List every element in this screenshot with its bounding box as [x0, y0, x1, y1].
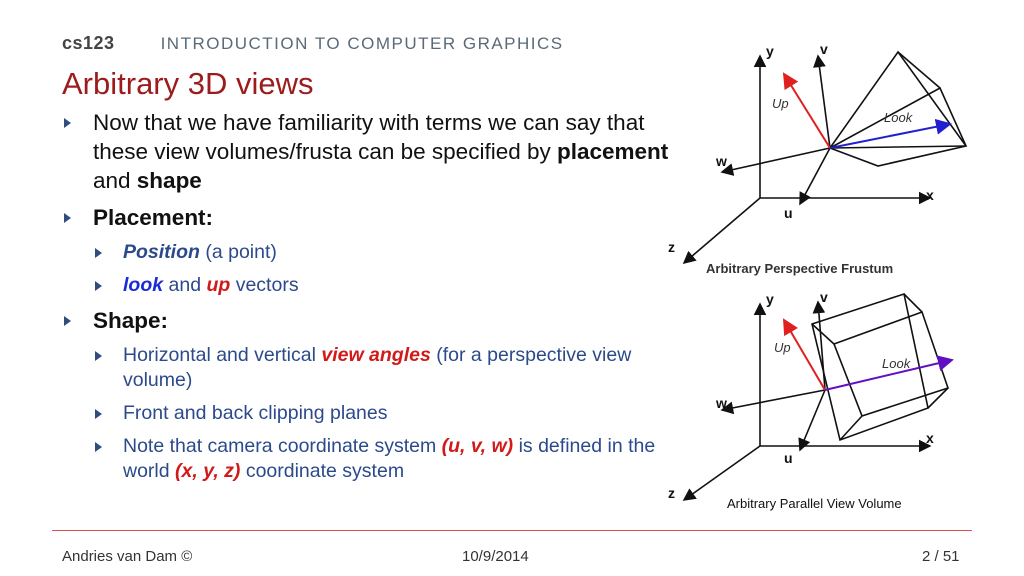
uvw-term: (u, v, w) — [441, 435, 514, 457]
bullet-intro: Now that we have familiarity with terms … — [62, 108, 672, 195]
axis-v-label-persp: v — [820, 41, 828, 57]
intro-and: and — [93, 168, 137, 193]
xyz-term: (x, y, z) — [175, 460, 241, 482]
up-term: up — [206, 274, 231, 296]
axis-y-label-parallel: y — [766, 291, 774, 307]
page-number: 2 / 51 — [922, 548, 960, 565]
shape-heading: Shape: — [93, 308, 169, 333]
axis-x-label-parallel: x — [926, 430, 934, 446]
sub-bullet-arrow-icon — [95, 351, 102, 361]
axis-w-label-parallel: w — [715, 395, 727, 411]
look-up-and: and — [163, 274, 207, 296]
footer-date: 10/9/2014 — [462, 548, 529, 565]
perspective-caption: Arbitrary Perspective Frustum — [706, 261, 893, 276]
placement-term: placement — [557, 139, 669, 164]
sub-bullet-note: Note that camera coordinate system (u, v… — [62, 434, 672, 484]
axis-z-label-persp: z — [668, 239, 675, 255]
bullet-shape: Shape: — [62, 306, 672, 335]
sub-bullet-arrow-icon — [95, 248, 102, 258]
look-label-persp: Look — [884, 110, 914, 125]
position-rest: (a point) — [199, 241, 277, 263]
look-vector-arrow-persp — [829, 118, 952, 149]
perspective-frustum-diagram — [682, 50, 968, 265]
up-vector-arrow-parallel — [782, 318, 826, 391]
sub-bullet-arrow-icon — [95, 281, 102, 291]
bullet-placement: Placement: — [62, 203, 672, 232]
slide-header: cs123 INTRODUCTION TO COMPUTER GRAPHICS — [62, 33, 564, 54]
axis-v-label-parallel: v — [820, 289, 828, 305]
look-vector-arrow-parallel — [824, 355, 954, 391]
look-label-parallel: Look — [882, 356, 912, 371]
sub-bullet-arrow-icon — [95, 442, 102, 452]
axis-w-label-persp: w — [715, 153, 727, 169]
sub-bullet-arrow-icon — [95, 409, 102, 419]
camera-figures: y v w x u z Up Look Arbitrary Perspectiv… — [668, 41, 968, 501]
sub-bullet-clipping: Front and back clipping planes — [62, 401, 672, 426]
up-label-parallel: Up — [774, 340, 791, 355]
course-code: cs123 — [62, 33, 115, 53]
sub-bullet-angles: Horizontal and vertical view angles (for… — [62, 343, 672, 393]
bullet-arrow-icon — [64, 118, 71, 128]
note-rest: coordinate system — [240, 460, 405, 482]
course-title: INTRODUCTION TO COMPUTER GRAPHICS — [160, 34, 564, 53]
axis-u-label-parallel: u — [784, 450, 793, 466]
sub-bullet-position: Position (a point) — [62, 240, 672, 265]
shape-term: shape — [136, 168, 202, 193]
bullet-list: Now that we have familiarity with terms … — [62, 108, 672, 492]
up-label-persp: Up — [772, 96, 789, 111]
view-angles-term: view angles — [321, 344, 431, 366]
footer-author: Andries van Dam © — [62, 548, 193, 565]
angles-rest: (for a perspective view volume) — [123, 344, 632, 391]
position-term: Position — [123, 241, 200, 263]
footer-divider — [52, 530, 972, 531]
note-mid: is defined in the world — [123, 435, 656, 482]
intro-text: Now that we have familiarity with terms … — [93, 110, 645, 164]
parallel-volume-diagram — [682, 292, 950, 501]
axis-y-label-persp: y — [766, 43, 774, 59]
clipping-text: Front and back clipping planes — [123, 402, 388, 424]
bullet-arrow-icon — [64, 316, 71, 326]
parallel-caption: Arbitrary Parallel View Volume — [727, 496, 902, 511]
slide-title: Arbitrary 3D views — [62, 66, 314, 101]
angles-pre: Horizontal and vertical — [123, 344, 322, 366]
axis-x-label-persp: x — [926, 187, 934, 203]
bullet-arrow-icon — [64, 213, 71, 223]
sub-bullet-look-up: look and up vectors — [62, 273, 672, 298]
look-term: look — [123, 274, 164, 296]
axis-z-label-parallel: z — [668, 485, 675, 501]
up-vector-arrow-persp — [782, 72, 831, 149]
axis-u-label-persp: u — [784, 205, 793, 221]
placement-heading: Placement: — [93, 205, 214, 230]
note-pre: Note that camera coordinate system — [123, 435, 442, 457]
look-up-rest: vectors — [230, 274, 299, 296]
